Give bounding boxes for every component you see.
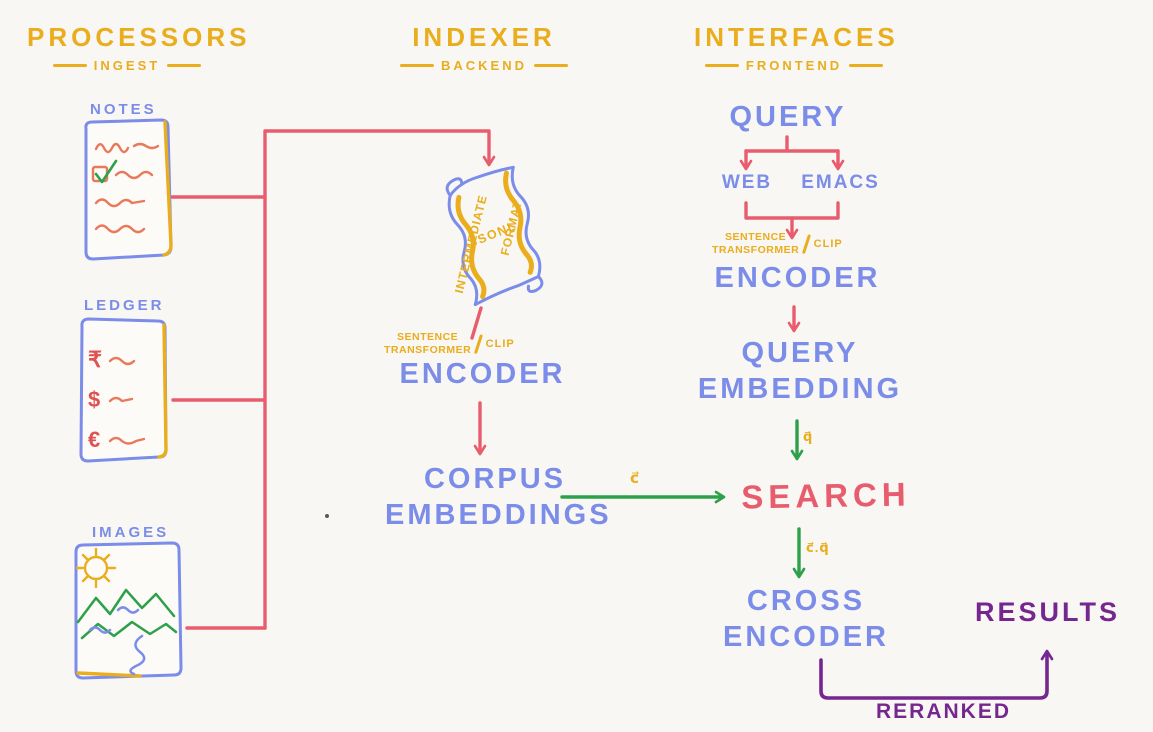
query-vector-label: q⃗ bbox=[803, 429, 814, 444]
indexer-subtitle: BACKEND bbox=[384, 58, 584, 73]
edge-cross-encoder-to-results bbox=[819, 649, 1054, 700]
indexer-subtitle-text: BACKEND bbox=[441, 58, 527, 73]
interfaces-encoder-caption: SENTENCE TRANSFORMER CLIP bbox=[712, 231, 843, 257]
processors-header: PROCESSORS INGEST bbox=[27, 22, 251, 73]
clip-label: CLIP bbox=[813, 238, 843, 251]
processors-subtitle: INGEST bbox=[27, 58, 227, 73]
interfaces-title: INTERFACES bbox=[694, 22, 899, 52]
query-label: QUERY bbox=[729, 101, 847, 133]
query-embedding-line1: QUERY bbox=[741, 337, 859, 369]
notes-card-border bbox=[84, 118, 173, 261]
currency-symbols: ₹ $ € bbox=[88, 347, 102, 452]
notes-label: NOTES bbox=[90, 101, 157, 118]
caption-line2: TRANSFORMER bbox=[384, 344, 472, 357]
ledger-label: LEDGER bbox=[84, 297, 165, 314]
cross-encoder-label: CROSS ENCODER bbox=[696, 584, 916, 656]
subtitle-dash bbox=[400, 64, 434, 67]
sentence-transformer-label: SENTENCE TRANSFORMER bbox=[384, 331, 471, 357]
jsonl-scroll: INTERMEDIATE JSONL FORMAT bbox=[445, 165, 544, 307]
images-label: IMAGES bbox=[92, 524, 170, 541]
cross-encoder-line1: CROSS bbox=[746, 585, 866, 617]
query-embedding-line2: EMBEDDING bbox=[697, 372, 903, 405]
indexer-encoder-label: ENCODER bbox=[399, 358, 566, 390]
caption-line2: TRANSFORMER bbox=[712, 244, 800, 257]
dot-product-label: c⃗.q⃗ bbox=[806, 540, 830, 555]
images-card bbox=[74, 541, 183, 680]
query-embedding-label: QUERY EMBEDDING bbox=[680, 336, 920, 408]
ledger-doodle-lines bbox=[108, 356, 146, 445]
images-card-edge-accent bbox=[76, 671, 142, 678]
subtitle-dash bbox=[534, 64, 568, 67]
indexer-title: INDEXER bbox=[412, 22, 556, 52]
corpus-vector-label: c⃗ bbox=[630, 470, 640, 487]
subtitle-dash bbox=[167, 64, 202, 67]
caption-divider bbox=[802, 234, 811, 255]
emacs-label: EMACS bbox=[801, 172, 880, 193]
edge-web-emacs-join bbox=[744, 201, 840, 220]
interfaces-header: INTERFACES FRONTEND bbox=[694, 22, 899, 73]
interfaces-encoder-label: ENCODER bbox=[714, 262, 881, 294]
notes-card-edge-accent bbox=[162, 120, 173, 257]
indexer-header: INDEXER BACKEND bbox=[384, 22, 584, 73]
edge-query-branch bbox=[744, 135, 840, 153]
search-label: SEARCH bbox=[740, 475, 911, 516]
sun-icon bbox=[75, 547, 117, 589]
mountains-drawing bbox=[76, 588, 178, 640]
river-drawing bbox=[88, 606, 146, 676]
corpus-line2: EMBEDDINGS bbox=[385, 498, 612, 531]
dollar-icon: $ bbox=[88, 387, 100, 412]
stray-dot bbox=[325, 514, 329, 518]
reranked-label: RERANKED bbox=[875, 700, 1011, 723]
caption-line1: SENTENCE bbox=[396, 331, 459, 343]
cross-encoder-line2: ENCODER bbox=[722, 620, 889, 653]
subtitle-dash bbox=[52, 64, 87, 67]
caption-divider bbox=[474, 334, 483, 355]
processors-title: PROCESSORS bbox=[27, 22, 251, 52]
check-icon bbox=[94, 159, 118, 184]
subtitle-dash bbox=[704, 64, 739, 67]
corpus-line1: CORPUS bbox=[423, 463, 567, 495]
subtitle-dash bbox=[849, 64, 884, 67]
results-label: RESULTS bbox=[974, 597, 1120, 627]
interfaces-subtitle: FRONTEND bbox=[694, 58, 894, 73]
euro-icon: € bbox=[88, 427, 100, 452]
interfaces-subtitle-text: FRONTEND bbox=[745, 58, 843, 73]
ledger-card: ₹ $ € bbox=[79, 317, 168, 463]
ledger-card-edge-accent bbox=[157, 323, 168, 459]
corpus-embeddings-label: CORPUS EMBEDDINGS bbox=[385, 462, 612, 534]
caption-line1: SENTENCE bbox=[724, 231, 787, 243]
web-label: WEB bbox=[721, 172, 773, 193]
rupee-icon: ₹ bbox=[88, 347, 102, 372]
notes-card bbox=[84, 118, 173, 261]
processors-subtitle-text: INGEST bbox=[93, 58, 161, 73]
clip-label: CLIP bbox=[485, 338, 515, 351]
indexer-encoder-caption: SENTENCE TRANSFORMER CLIP bbox=[384, 331, 515, 357]
sentence-transformer-label: SENTENCE TRANSFORMER bbox=[712, 231, 799, 257]
